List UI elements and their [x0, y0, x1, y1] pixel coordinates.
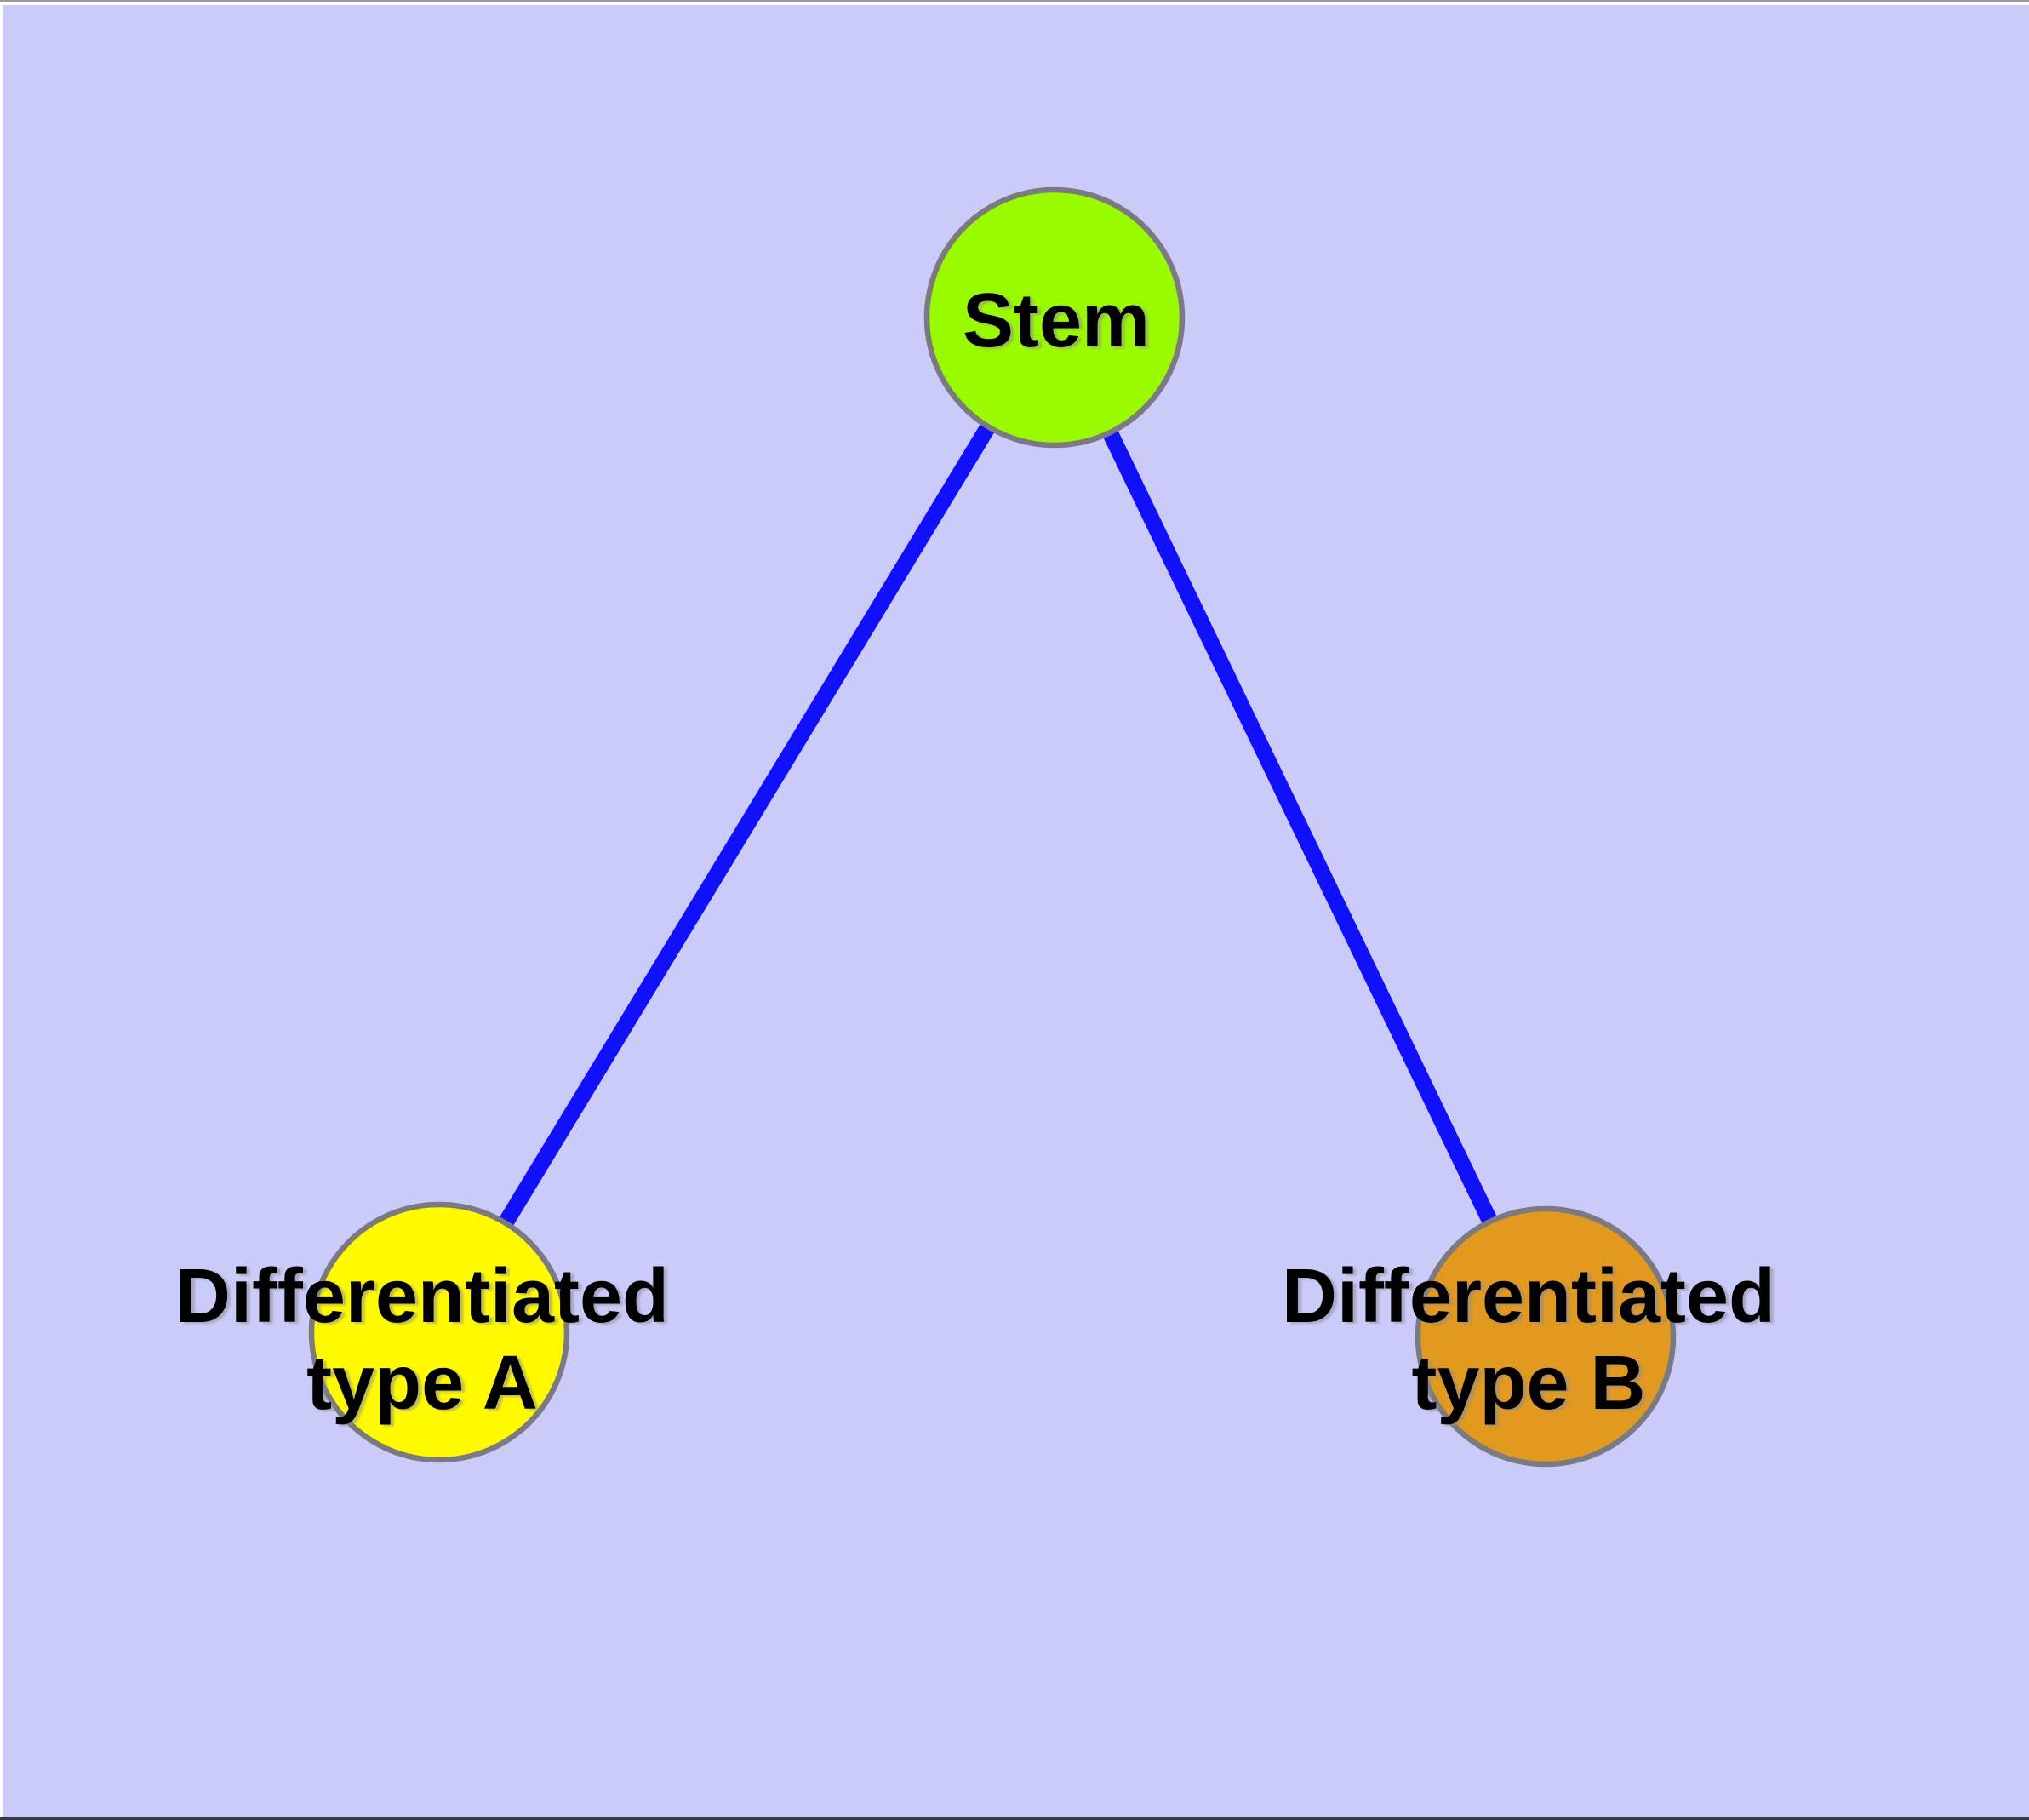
top-hairline	[0, 0, 2029, 2]
top-white-margin	[0, 2, 2029, 5]
node-differentiated-type-a	[308, 1201, 570, 1463]
left-white-margin	[0, 2, 3, 1820]
bottom-edge-line	[0, 1817, 2029, 1820]
edge-stem-to-type-a	[432, 313, 1062, 1336]
node-differentiated-type-b	[1415, 1205, 1677, 1468]
node-stem-label: Stem	[963, 278, 1150, 363]
node-stem	[923, 186, 1186, 449]
edge-stem-to-type-b	[1047, 313, 1553, 1341]
